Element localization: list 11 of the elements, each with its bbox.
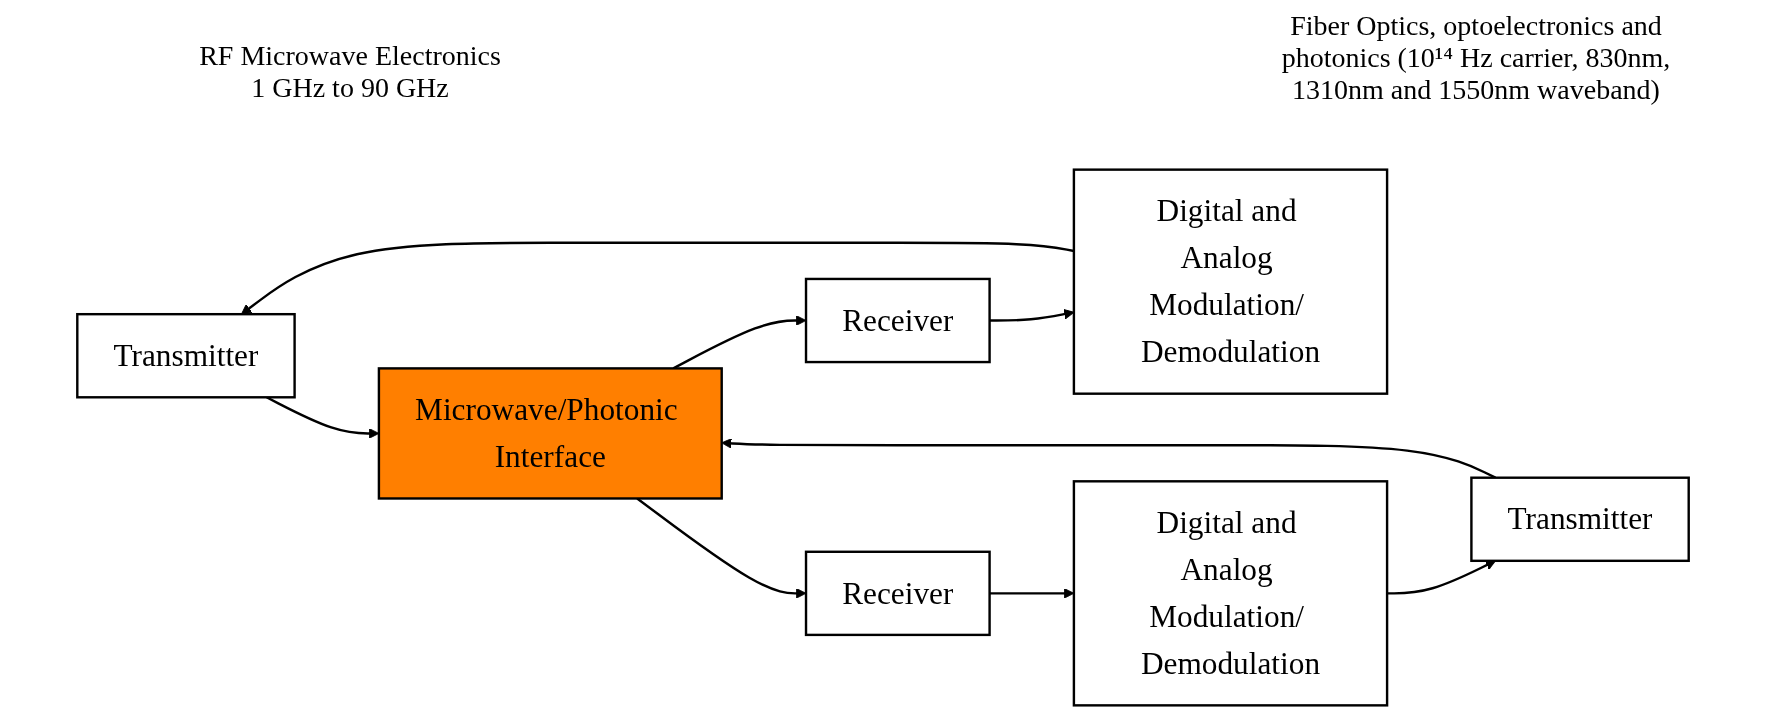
band-label: RF Microwave Electronics: [198, 40, 502, 72]
node-box: Digital and Analog Modulation/ Demodulation: [1072, 480, 1389, 707]
node-box: Transmitter: [1470, 476, 1690, 563]
node-box: Microwave/Photonic Interface: [377, 367, 723, 500]
band-label: 1 GHz to 90 GHz: [250, 72, 450, 104]
band-note: Fiber Optics, optoelectronics and photonics (10¹⁴ Hz carrier, 830nm, 1310nm and 1550nm waveband): [1280, 10, 1672, 106]
arrow: [1387, 560, 1496, 595]
node-box: Digital and Analog Modulation/ Demodulation: [1072, 168, 1389, 395]
node-box: Transmitter: [76, 312, 296, 399]
node-box: Receiver: [804, 550, 991, 637]
node-box: Receiver: [804, 277, 991, 364]
